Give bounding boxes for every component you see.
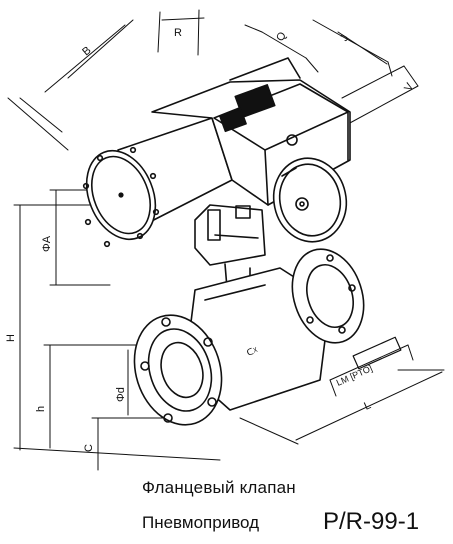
front-flange: ᑕ☓ [133, 314, 260, 426]
dimension-phiD: Φd [115, 349, 129, 416]
caption-actuator-type: Пневмопривод [142, 513, 260, 532]
rear-flange [291, 248, 365, 344]
dimension-L: L [239, 369, 445, 445]
dimension-phiA: ΦA [41, 189, 111, 286]
dimension-B: B [7, 19, 134, 151]
dim-label-L: L [362, 399, 372, 412]
valve-technical-drawing: B R Q J V H ΦA [5, 9, 445, 471]
model-number: P/R-99-1 [323, 508, 420, 535]
dimension-H: H [5, 204, 101, 451]
dimension-LM-PTO: LM [PTO] [329, 336, 414, 397]
dim-label-LM-PTO: LM [PTO] [335, 363, 374, 388]
dim-label-B: B [80, 44, 93, 58]
dim-label-Q: Q [274, 30, 289, 44]
dim-label-V: V [402, 81, 416, 94]
dim-label-phiD: Φd [115, 387, 127, 402]
position-indicator-disk [272, 157, 348, 243]
dimension-Q: Q [244, 24, 319, 73]
dim-label-h: h [35, 406, 47, 412]
caption-valve-type: Фланцевый клапан [142, 478, 296, 497]
dim-label-C: C [83, 444, 95, 452]
svg-text:ᑕ☓: ᑕ☓ [245, 345, 259, 358]
dimension-V: V [341, 65, 419, 125]
dim-label-phiA: ΦA [41, 235, 53, 252]
dimension-R: R [157, 9, 205, 56]
dim-label-J: J [338, 33, 351, 44]
dimension-J: J [312, 19, 393, 77]
dimension-C: C [13, 417, 221, 471]
dim-label-H: H [5, 334, 17, 342]
dimension-h: h [35, 344, 151, 449]
dim-label-R: R [174, 27, 182, 39]
